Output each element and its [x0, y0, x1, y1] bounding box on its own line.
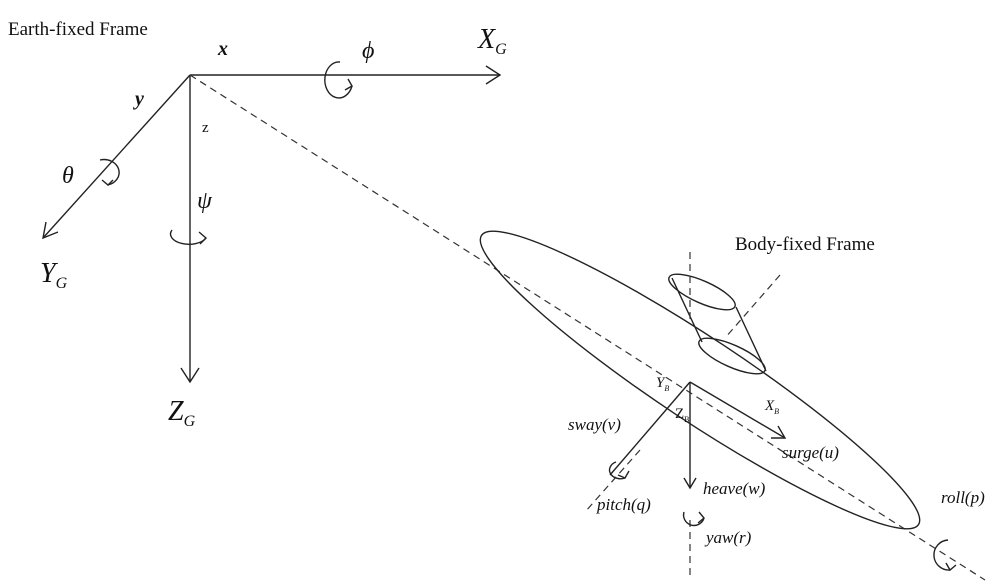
XG-label: XG — [477, 24, 507, 58]
yaw-label: yaw(r) — [704, 528, 752, 547]
YG-label: YG — [40, 258, 68, 292]
ZG-label: ZG — [168, 396, 196, 430]
body-y-axis — [609, 381, 691, 476]
sway-label: sway(v) — [568, 415, 621, 434]
earth-y-axis — [42, 74, 191, 239]
ZB-label: ZB — [675, 406, 690, 424]
body-transverse-dashed — [724, 274, 781, 339]
earth-frame-title: Earth-fixed Frame — [8, 19, 148, 40]
body-z-arrowhead — [683, 477, 697, 490]
pitch-label: pitch(q) — [596, 495, 651, 514]
vehicle-sail — [668, 273, 767, 375]
origin-to-body-dashed-line — [189, 74, 986, 581]
theta-rotation-icon — [99, 158, 120, 186]
heave-label: heave(w) — [703, 479, 766, 498]
surge-label: surge(u) — [782, 443, 839, 462]
phi-rotation-icon — [324, 61, 353, 99]
XB-label: XB — [764, 398, 779, 416]
yaw-rotation-icon — [682, 511, 705, 527]
body-x-axis — [689, 381, 786, 439]
psi-label: ψ — [197, 188, 213, 214]
psi-rotation-icon — [169, 229, 208, 245]
roll-label: roll(p) — [941, 488, 985, 507]
earth-x-label: x — [217, 38, 228, 60]
pitch-rotation-icon — [608, 461, 630, 480]
earth-z-label: z — [202, 120, 209, 136]
phi-label: ϕ — [362, 38, 374, 64]
theta-label: θ — [62, 163, 74, 189]
roll-rotation-icon — [933, 539, 957, 572]
earth-z-arrowhead — [180, 367, 200, 384]
YB-label: YB — [656, 375, 669, 393]
body-x-arrowhead — [771, 425, 787, 439]
vehicle-hull — [479, 230, 921, 530]
body-frame-title: Body-fixed Frame — [735, 234, 875, 255]
body-transverse-dashed-lower — [584, 449, 641, 513]
earth-y-arrowhead — [42, 221, 59, 240]
earth-y-label: y — [133, 88, 144, 110]
earth-x-arrowhead — [485, 65, 502, 85]
